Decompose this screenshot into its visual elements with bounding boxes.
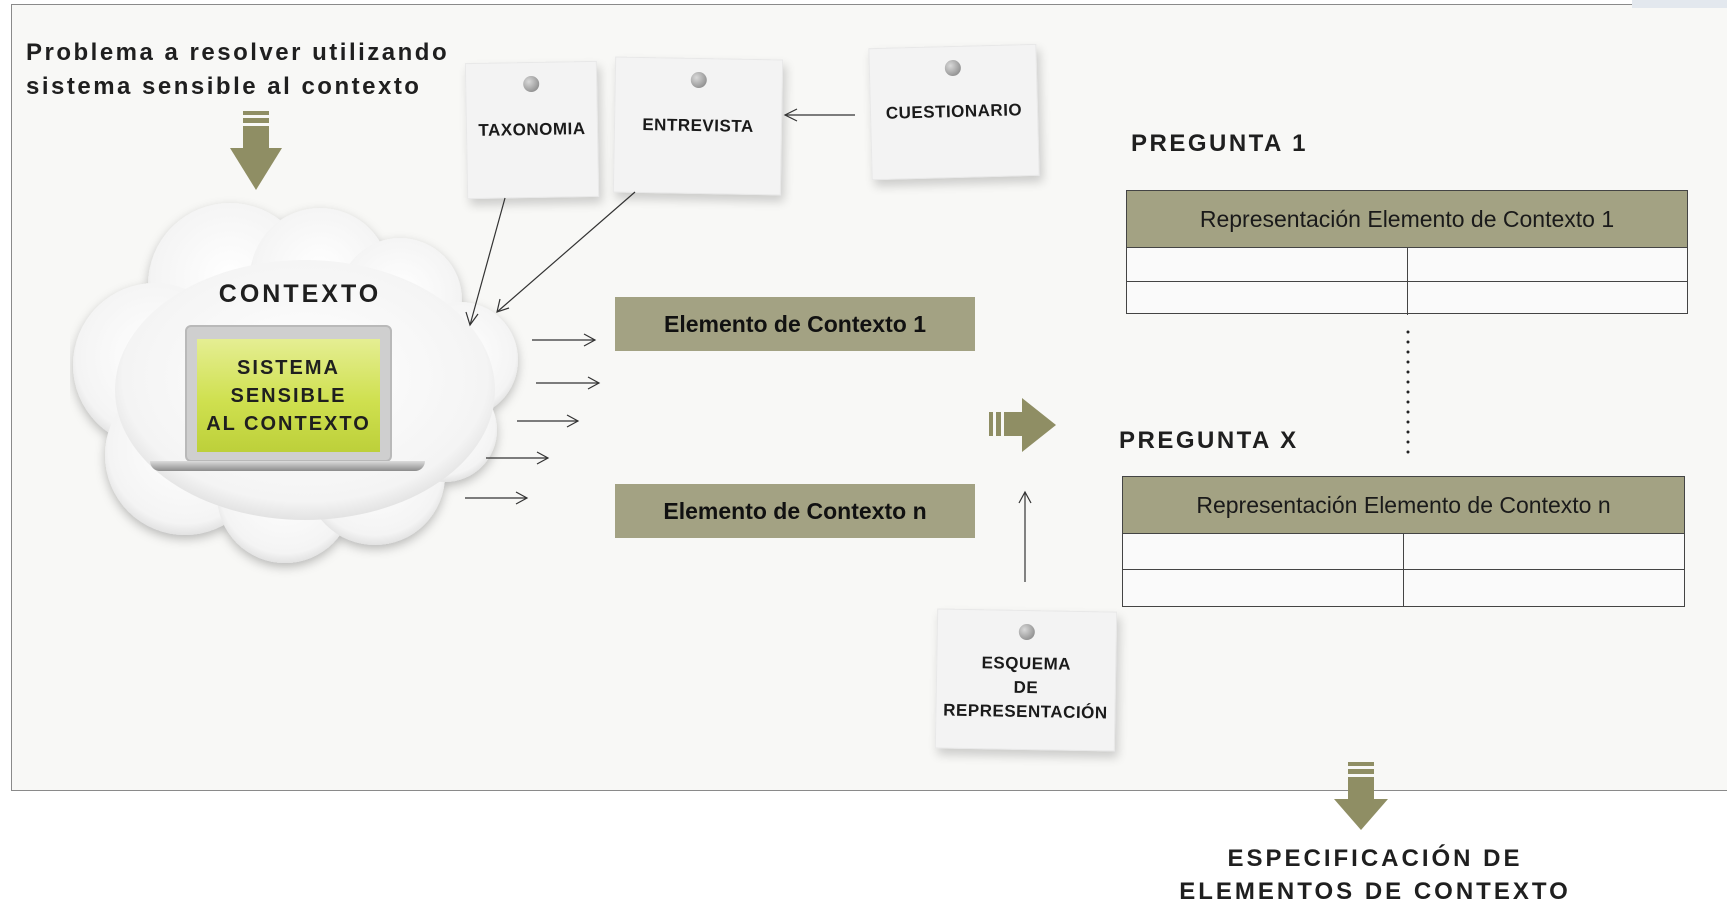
representation-table-n-header: Representación Elemento de Contexto n — [1123, 477, 1684, 533]
system-line-1: SISTEMA — [237, 356, 340, 379]
laptop-display: SISTEMA SENSIBLE AL CONTEXTO — [197, 339, 380, 452]
context-title: CONTEXTO — [218, 280, 382, 308]
laptop-base — [150, 461, 425, 471]
question-1-label: PREGUNTA 1 — [1131, 130, 1309, 157]
olive-arrows — [230, 111, 1388, 830]
context-element-n: Elemento de Contexto n — [615, 484, 975, 538]
context-element-1: Elemento de Contexto 1 — [615, 297, 975, 351]
representation-table-1-header: Representación Elemento de Contexto 1 — [1127, 191, 1687, 247]
dotted-separator — [1406, 330, 1410, 454]
system-line-2: SENSIBLE — [230, 384, 347, 407]
down-arrow-icon — [1334, 762, 1388, 830]
question-x-label: PREGUNTA X — [1119, 427, 1299, 454]
system-line-3: AL CONTEXTO — [206, 412, 371, 435]
problem-line-1: Problema a resolver utilizando — [26, 39, 450, 66]
table-row — [1127, 247, 1687, 281]
laptop-icon: SISTEMA SENSIBLE AL CONTEXTO — [185, 325, 392, 462]
output-line-2: ELEMENTOS DE CONTEXTO — [1179, 878, 1571, 905]
output-line-1: ESPECIFICACIÓN DE — [1227, 845, 1523, 872]
table-row — [1127, 281, 1687, 315]
table-row — [1123, 569, 1684, 606]
representation-table-1: Representación Elemento de Contexto 1 — [1126, 190, 1688, 315]
problem-line-2: sistema sensible al contexto — [26, 73, 422, 100]
representation-table-n: Representación Elemento de Contexto n — [1122, 476, 1685, 607]
output-title: ESPECIFICACIÓN DE ELEMENTOS DE CONTEXTO — [1160, 842, 1590, 908]
table-row — [1123, 533, 1684, 569]
corner-tab — [1632, 0, 1727, 8]
thin-arrows — [465, 108, 1032, 582]
down-arrow-icon — [230, 111, 282, 190]
problem-statement: Problema a resolver utilizando sistema s… — [26, 36, 496, 104]
right-arrow-icon — [989, 398, 1056, 452]
